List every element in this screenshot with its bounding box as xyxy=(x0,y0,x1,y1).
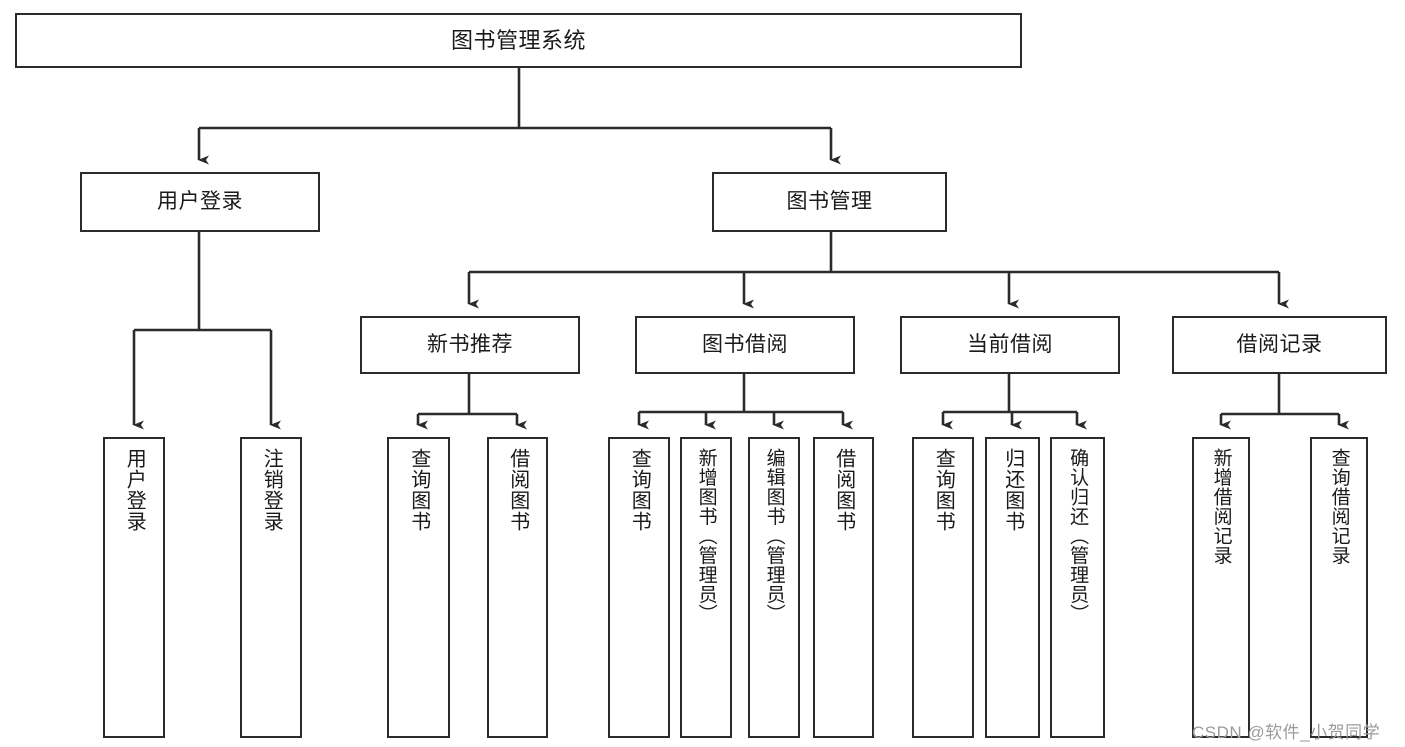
node-leaf-add-record[interactable]: 新增借阅记录 xyxy=(1192,437,1250,738)
node-current-borrow-label: 当前借阅 xyxy=(967,332,1053,356)
node-root-label: 图书管理系统 xyxy=(450,27,586,53)
node-leaf-query-book-1-label: 查询图书 xyxy=(407,448,430,532)
node-leaf-query-book-3[interactable]: 查询图书 xyxy=(912,437,974,738)
node-current-borrow[interactable]: 当前借阅 xyxy=(900,316,1120,374)
csdn-watermark: CSDN @软件_小贺同学 xyxy=(1192,723,1381,742)
node-book-management-label: 图书管理 xyxy=(786,189,873,213)
node-leaf-add-record-label: 新增借阅记录 xyxy=(1210,448,1232,565)
node-root[interactable]: 图书管理系统 xyxy=(15,13,1022,68)
node-borrow-records-label: 借阅记录 xyxy=(1236,332,1323,356)
node-leaf-query-book-3-label: 查询图书 xyxy=(932,448,955,532)
node-leaf-user-logout-label: 注销登录 xyxy=(260,448,283,532)
node-leaf-user-login[interactable]: 用户登录 xyxy=(103,437,165,738)
node-leaf-edit-book-admin[interactable]: 编辑图书（管理员） xyxy=(748,437,800,738)
node-user-login-label: 用户登录 xyxy=(157,189,243,213)
node-leaf-confirm-return[interactable]: 确认归还（管理员） xyxy=(1050,437,1105,738)
node-book-management[interactable]: 图书管理 xyxy=(712,172,947,232)
node-leaf-user-login-label: 用户登录 xyxy=(123,448,146,532)
node-leaf-confirm-return-label: 确认归还（管理员） xyxy=(1067,448,1089,624)
node-leaf-query-record[interactable]: 查询借阅记录 xyxy=(1310,437,1368,738)
node-user-login[interactable]: 用户登录 xyxy=(80,172,320,232)
node-leaf-add-book-admin[interactable]: 新增图书（管理员） xyxy=(680,437,732,738)
node-leaf-query-book-1[interactable]: 查询图书 xyxy=(387,437,450,738)
node-new-book-recommend[interactable]: 新书推荐 xyxy=(360,316,580,374)
node-leaf-add-book-admin-label: 新增图书（管理员） xyxy=(695,448,717,624)
node-leaf-query-record-label: 查询借阅记录 xyxy=(1328,448,1350,565)
node-leaf-user-logout[interactable]: 注销登录 xyxy=(240,437,302,738)
node-book-borrow[interactable]: 图书借阅 xyxy=(635,316,855,374)
node-leaf-borrow-book-1[interactable]: 借阅图书 xyxy=(487,437,548,738)
node-leaf-edit-book-admin-label: 编辑图书（管理员） xyxy=(763,448,785,624)
node-leaf-return-book[interactable]: 归还图书 xyxy=(985,437,1040,738)
node-leaf-borrow-book-2-label: 借阅图书 xyxy=(832,448,855,532)
node-new-book-recommend-label: 新书推荐 xyxy=(427,332,513,356)
node-leaf-return-book-label: 归还图书 xyxy=(1001,448,1024,532)
node-leaf-borrow-book-1-label: 借阅图书 xyxy=(506,448,529,532)
node-borrow-records[interactable]: 借阅记录 xyxy=(1172,316,1387,374)
node-leaf-query-book-2[interactable]: 查询图书 xyxy=(608,437,670,738)
node-leaf-query-book-2-label: 查询图书 xyxy=(628,448,651,532)
node-book-borrow-label: 图书借阅 xyxy=(702,332,788,356)
node-leaf-borrow-book-2[interactable]: 借阅图书 xyxy=(813,437,874,738)
